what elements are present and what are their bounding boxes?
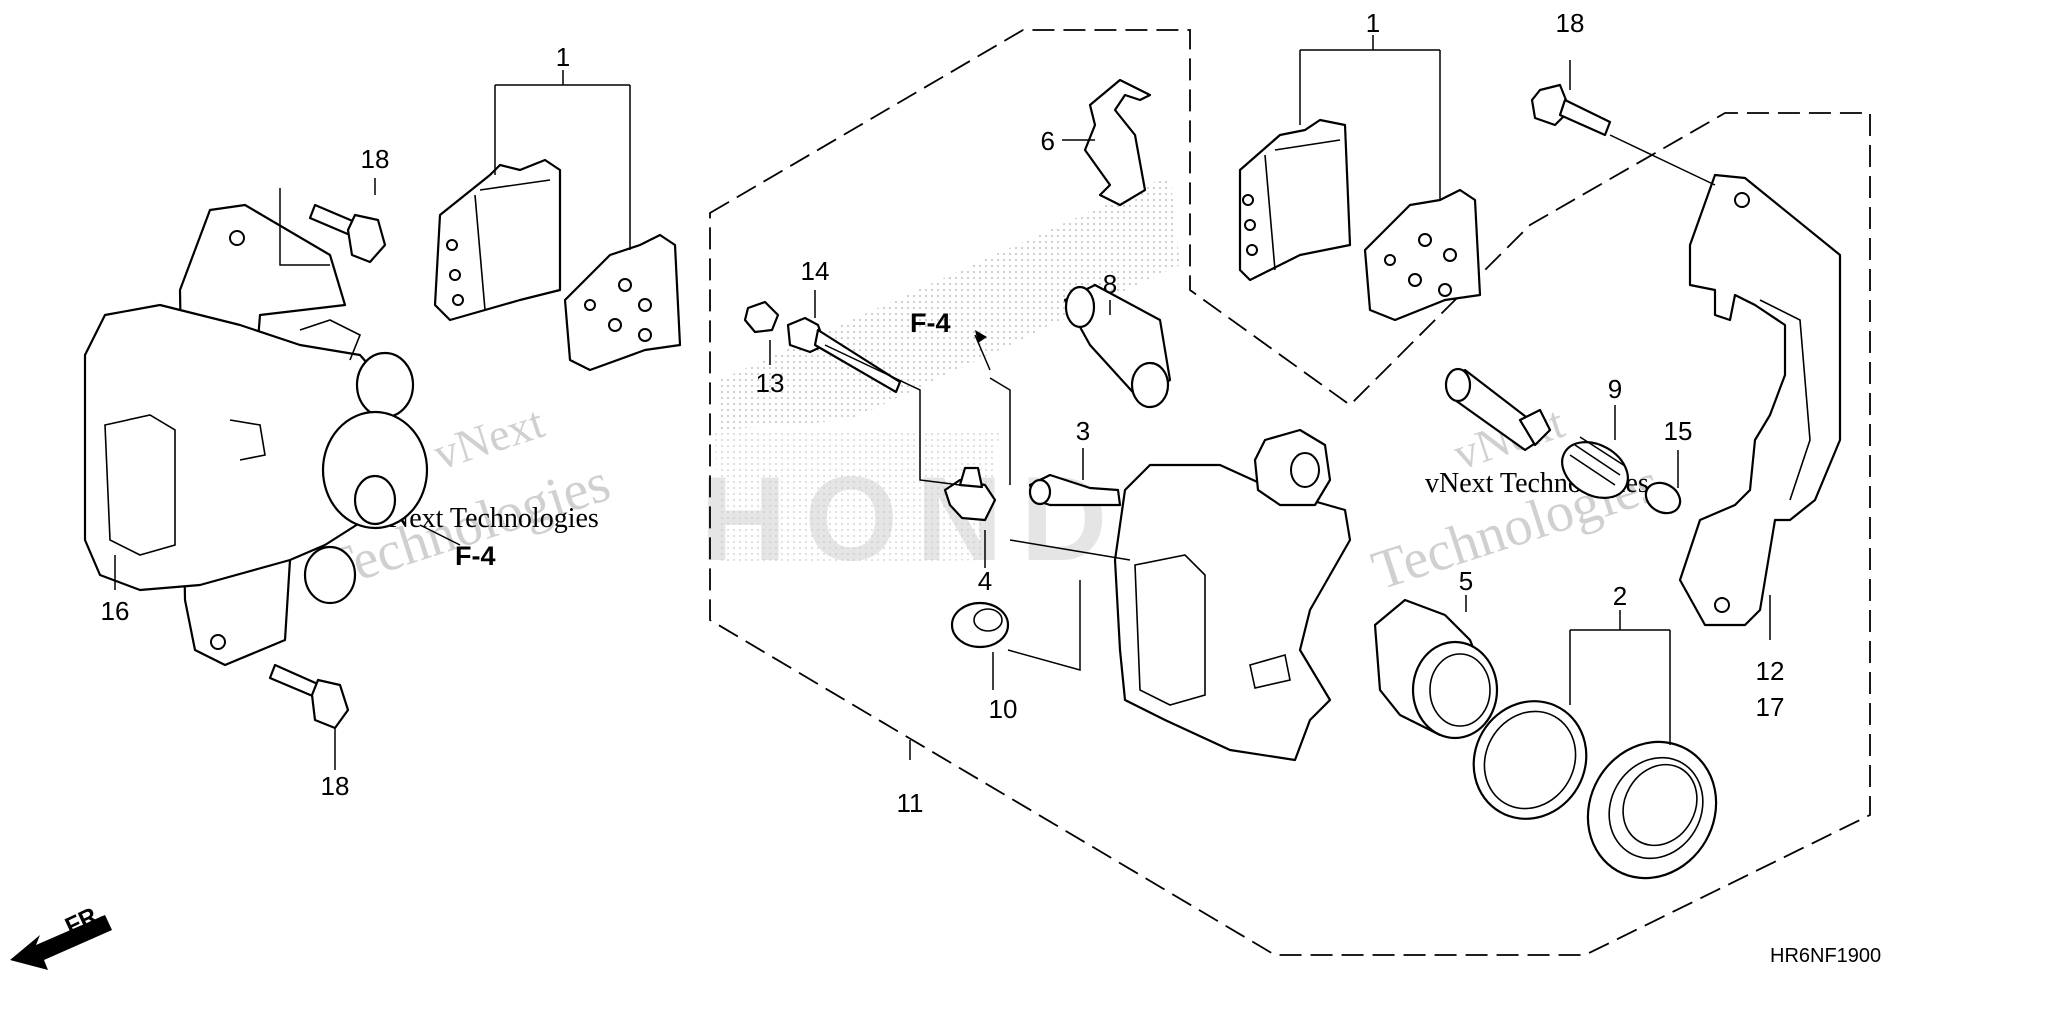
callout-pin-15: 15 <box>1664 416 1693 446</box>
callout-pad-left: 1 <box>556 42 570 72</box>
reference-label-left: F-4 <box>455 541 496 571</box>
left-caliper-pin-clip <box>299 319 362 361</box>
callout-bolt-bottom-left: 18 <box>321 771 350 801</box>
boot-10 <box>950 601 1010 649</box>
assembly-outline <box>709 29 1871 956</box>
reference-center: F-4 <box>910 308 991 371</box>
left-caliper-assembly <box>83 203 429 667</box>
callout-pin-14: 14 <box>801 256 830 286</box>
left-caliper-bleeder <box>229 419 266 461</box>
front-arrow-icon <box>10 915 112 970</box>
callout-bleeder-cap: 4 <box>978 566 992 596</box>
front-arrow: FR. <box>10 900 112 970</box>
callout-pad-right: 1 <box>1366 8 1380 38</box>
center-caliper-housing <box>1113 463 1352 762</box>
pin-boot-8 <box>1063 283 1172 409</box>
pad-spring-6 <box>1083 78 1152 207</box>
left-caliper-port <box>353 474 397 526</box>
callout-cap-13: 13 <box>756 368 785 398</box>
seal-ring-2a <box>1472 700 1588 820</box>
left-bracket-hole-bottom <box>210 634 226 650</box>
callout-numbers: 1 1 2 3 4 5 6 8 9 10 11 12 17 13 14 15 1… <box>101 8 1785 818</box>
right-pad-inner <box>1238 118 1352 282</box>
left-pad-inner <box>433 158 562 322</box>
callout-bolt-top-left: 18 <box>361 144 390 174</box>
left-caliper-hose-fitting <box>303 545 357 605</box>
seal-ring-2b <box>1586 740 1718 880</box>
reference-arrowhead <box>975 330 987 343</box>
callout-caliper-assy: 11 <box>897 788 924 818</box>
leader-lines <box>114 35 1771 770</box>
reference-arrow-line <box>974 334 991 371</box>
honda-wing-watermark <box>720 175 1180 430</box>
center-caliper-body <box>1113 428 1352 762</box>
boot-9 <box>1561 436 1629 499</box>
callout-pin-boot: 8 <box>1103 269 1117 299</box>
callout-pad-spring: 6 <box>1041 126 1055 156</box>
reference-label-center: F-4 <box>910 308 951 338</box>
left-caliper-cylinder-top <box>355 351 415 419</box>
piston-5 <box>1373 598 1499 740</box>
ring-15 <box>1644 481 1682 515</box>
right-bracket <box>1678 173 1842 627</box>
left-pad-outer <box>563 233 682 372</box>
callout-boot-10: 10 <box>989 694 1018 724</box>
callout-seal: 2 <box>1613 581 1627 611</box>
bleeder-cap-4 <box>943 466 997 522</box>
right-pad-outer <box>1363 188 1482 322</box>
left-top-bolt <box>308 203 387 264</box>
center-caliper-slot <box>1249 653 1291 689</box>
right-brake-pads <box>1238 118 1482 322</box>
diagram-code: HR6NF1900 <box>1770 945 1881 967</box>
right-top-bolt <box>1530 83 1612 137</box>
callout-bracket-12: 12 <box>1756 656 1785 686</box>
left-bracket-hole-top <box>229 230 245 246</box>
cap-13 <box>743 300 780 334</box>
honda-wing-lower-watermark <box>715 430 1000 565</box>
left-caliper-window <box>104 414 176 556</box>
left-caliper-cylinder <box>321 410 429 530</box>
watermark-brand-left: vNext <box>427 396 550 479</box>
callout-caliper-left: 16 <box>101 596 130 626</box>
callout-bracket-17: 17 <box>1756 692 1785 722</box>
callout-boot-9: 9 <box>1608 374 1622 404</box>
left-bottom-bolt <box>268 663 350 730</box>
slide-pin-right <box>1444 367 1552 452</box>
reference-left: F-4 <box>455 541 496 571</box>
callout-bolt-top-right: 18 <box>1556 8 1585 38</box>
left-pad-inner-lining <box>474 179 551 311</box>
bleeder-3 <box>1028 473 1122 507</box>
callout-piston: 5 <box>1459 566 1473 596</box>
right-pad-inner-lining <box>1264 139 1341 271</box>
callout-bleeder: 3 <box>1076 416 1090 446</box>
center-caliper-window <box>1134 554 1206 706</box>
left-brake-pads <box>433 158 682 372</box>
